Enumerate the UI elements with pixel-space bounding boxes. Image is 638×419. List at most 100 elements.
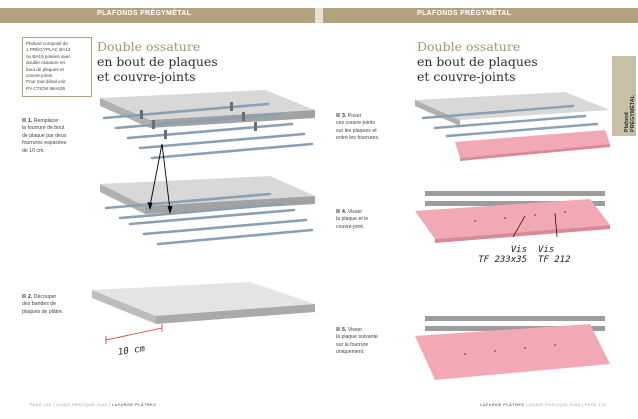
note-line: Plafond composé de — [26, 41, 68, 46]
note-line: couvre-joints. — [26, 73, 54, 79]
step-line: fourrures espacées — [22, 140, 67, 147]
step-number: 3. — [342, 113, 347, 119]
step-line: la plaque suivante — [336, 334, 378, 341]
step-number: 2. — [28, 294, 33, 300]
furring-rails — [104, 192, 314, 246]
title-line-2: en bout de plaques — [97, 54, 218, 69]
figure-double-rails — [100, 176, 315, 246]
right-footer-brand: LAFARGE PLÂTRES — [480, 403, 525, 407]
screw-points — [474, 211, 566, 222]
hanger-brackets — [140, 102, 257, 139]
step-line: ces couvre-joints — [336, 120, 375, 127]
note-line: ou BA15 posées avec — [26, 53, 71, 59]
right-footer: LAFARGE PLÂTRES | GUIDE PRATIQUE 2008 | … — [480, 403, 607, 407]
figure-plaster-strip — [92, 282, 315, 344]
step-2-text: 2. Découper des bandes de plaques de plâ… — [22, 294, 63, 316]
left-header-label: PLAFONDS PRÉGYMÉTAL — [97, 10, 192, 17]
step-line: Remplacer — [33, 118, 59, 124]
step-number: 1. — [28, 118, 33, 124]
figure-cover-strips — [415, 92, 610, 161]
screw-right-line-1: Vis — [538, 245, 555, 255]
step-line: de plaque par deux — [22, 132, 67, 139]
figure-next-plate — [415, 316, 610, 380]
concrete-slab-top — [415, 92, 610, 120]
composition-note: Plafond composé de 1 PRÉGYPLAC BA13 ou B… — [22, 37, 92, 97]
screw-annotation-left: Vis TF 233x35 — [447, 245, 527, 265]
step-line: Visser — [347, 327, 363, 333]
strip-side — [156, 304, 315, 324]
title-line-3: et couvre-joints — [97, 69, 196, 84]
left-footer: PAGE 118 | GUIDE PRATIQUE 2008 | LAFARGE… — [30, 403, 157, 407]
right-page-number: PAGE 119 — [584, 403, 607, 407]
left-header-bar: PLAFONDS PRÉGYMÉTAL — [0, 8, 315, 23]
step-3-text: 3. Poser ces couvre-joints sur les plaqu… — [336, 113, 380, 143]
step-line: Découper — [33, 294, 57, 300]
title-line-2: en bout de plaques — [417, 54, 538, 69]
left-footer-text: GUIDE PRATIQUE 2008 — [56, 403, 108, 407]
step-line: uniquement. — [336, 349, 365, 356]
right-header-label: PLAFONDS PRÉGYMÉTAL — [417, 10, 512, 17]
pointer-arrows — [147, 143, 173, 214]
step-5-text: 5. Visser la plaque suivante sur la four… — [336, 327, 378, 357]
concrete-slab-side — [145, 196, 315, 214]
right-footer-text: GUIDE PRATIQUE 2008 — [529, 403, 581, 407]
title-line-3: et couvre-joints — [417, 69, 516, 84]
plasterboard — [415, 324, 610, 380]
screw-right-line-2: TF 212 — [538, 255, 571, 265]
screw-left-line-2: TF 233x35 — [478, 255, 527, 265]
bullet-square-icon — [336, 327, 340, 331]
left-page-number: PAGE 118 — [30, 403, 52, 407]
steel-profiles — [425, 316, 605, 331]
steel-profiles — [425, 191, 605, 206]
side-tab: Plafond PRÉGYMÉTAL — [612, 56, 636, 136]
step-4-text: 4. Visser la plaque et le couvre-joint. — [336, 209, 368, 231]
note-line: double ossature en — [26, 60, 66, 66]
figure-ceiling-framing — [100, 90, 315, 160]
right-header-bar: PLAFONDS PRÉGYMÉTAL — [323, 8, 638, 23]
left-footer-brand: LAFARGE PLÂTRES — [111, 403, 157, 407]
screw-left-line-1: Vis — [510, 245, 527, 255]
step-line: des bandes de — [22, 301, 57, 308]
strip-top — [92, 282, 315, 316]
step-line: sur les plaques et — [336, 127, 377, 134]
step-line: Visser — [347, 209, 363, 215]
furring-rails — [421, 104, 599, 138]
furring-rails — [102, 102, 314, 160]
left-page-title: Double ossature en bout de plaques et co… — [97, 39, 218, 84]
step-line: de 10 cm. — [22, 147, 45, 154]
strip-front — [92, 290, 156, 324]
right-page-title: Double ossature en bout de plaques et co… — [417, 39, 538, 84]
title-line-1: Double ossature — [97, 39, 201, 54]
side-tab-line-2: PRÉGYMÉTAL — [630, 94, 637, 132]
concrete-slab-front — [415, 100, 460, 126]
step-line: sur la fourrure — [336, 341, 369, 348]
step-line: couvre-joint. — [336, 223, 365, 230]
note-line: Pour tout détail voir — [26, 79, 66, 85]
arrow-head-icon — [167, 206, 173, 214]
step-1-text: 1. Remplacer la fourrure de bout de plaq… — [22, 118, 66, 155]
step-line: plaques de plâtre. — [22, 308, 64, 315]
note-line: bout de plaques et — [26, 66, 64, 72]
dimension-line — [105, 327, 163, 341]
step-number: 5. — [342, 327, 347, 333]
plasterboard-edge — [460, 144, 610, 161]
side-tab-text: Plafond PRÉGYMÉTAL — [624, 95, 637, 132]
step-line: entre les fourrures. — [336, 135, 380, 142]
note-line: PV CTICM 98A535 — [26, 85, 66, 91]
gutter-bar — [315, 8, 323, 23]
plasterboard-edge — [435, 225, 610, 243]
concrete-slab-front — [100, 98, 150, 128]
screw-annotation-right: Vis TF 212 — [538, 245, 571, 265]
bullet-square-icon — [22, 294, 26, 298]
concrete-slab-top — [100, 176, 315, 206]
bullet-square-icon — [336, 113, 340, 117]
figure-screwing — [415, 191, 610, 243]
screw-points — [464, 344, 556, 355]
title-line-1: Double ossature — [417, 39, 521, 54]
arrow-head-icon — [147, 202, 153, 210]
plasterboard — [415, 199, 610, 239]
step-line: la fourrure de bout — [22, 125, 65, 132]
plasterboard — [455, 130, 610, 158]
bullet-square-icon — [22, 118, 26, 122]
step-line: Poser — [347, 113, 362, 119]
